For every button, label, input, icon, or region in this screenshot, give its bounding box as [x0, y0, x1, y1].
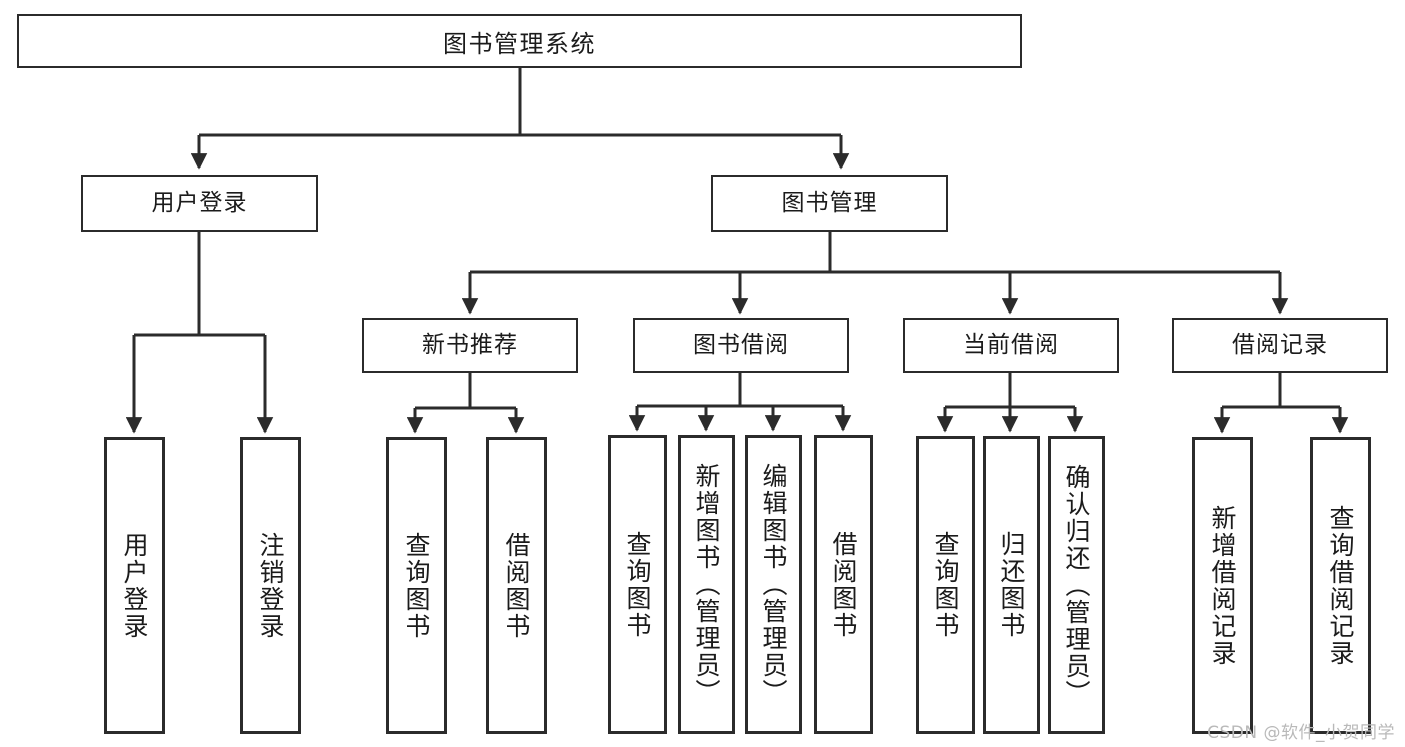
leaf-label: 查询图书	[402, 531, 431, 640]
node-new-book-recommend[interactable]: 新书推荐	[362, 318, 578, 373]
watermark-text: CSDN @软件_小贺同学	[1207, 723, 1395, 743]
leaf-add-book-admin[interactable]: 新增图书（管理员）	[678, 435, 735, 734]
leaf-edit-book-admin[interactable]: 编辑图书（管理员）	[745, 435, 802, 734]
leaf-user-logout[interactable]: 注销登录	[240, 437, 301, 734]
node-label: 图书管理	[781, 190, 878, 217]
leaf-label: 查询借阅记录	[1326, 504, 1355, 667]
leaf-label: 编辑图书（管理员）	[759, 463, 788, 706]
node-label: 借阅记录	[1232, 332, 1328, 359]
leaf-label: 确认归还（管理员）	[1062, 463, 1091, 707]
node-book-management[interactable]: 图书管理	[711, 175, 948, 232]
node-label: 新书推荐	[422, 332, 518, 359]
leaf-query-book-current[interactable]: 查询图书	[916, 436, 975, 734]
leaf-label: 新增图书（管理员）	[692, 463, 721, 706]
node-label: 当前借阅	[963, 332, 1059, 359]
leaf-user-login[interactable]: 用户登录	[104, 437, 165, 734]
leaf-confirm-return-admin[interactable]: 确认归还（管理员）	[1048, 436, 1105, 734]
leaf-label: 用户登录	[120, 531, 149, 640]
leaf-return-book[interactable]: 归还图书	[983, 436, 1040, 734]
leaf-label: 查询图书	[931, 531, 960, 639]
node-book-borrow[interactable]: 图书借阅	[633, 318, 849, 373]
node-label: 图书管理系统	[443, 29, 596, 58]
node-current-borrow[interactable]: 当前借阅	[903, 318, 1119, 373]
leaf-label: 注销登录	[256, 531, 285, 640]
leaf-query-borrow-record[interactable]: 查询借阅记录	[1310, 437, 1371, 734]
leaf-query-book-borrow[interactable]: 查询图书	[608, 435, 667, 734]
node-label: 图书借阅	[693, 332, 789, 359]
node-root-system[interactable]: 图书管理系统	[17, 14, 1022, 68]
node-user-login[interactable]: 用户登录	[81, 175, 318, 232]
leaf-label: 新增借阅记录	[1208, 504, 1237, 667]
leaf-query-book-recommend[interactable]: 查询图书	[386, 437, 447, 734]
leaf-label: 借阅图书	[502, 531, 531, 640]
leaf-borrow-book-recommend[interactable]: 借阅图书	[486, 437, 547, 734]
node-label: 用户登录	[151, 190, 248, 217]
node-borrow-records[interactable]: 借阅记录	[1172, 318, 1388, 373]
leaf-borrow-book[interactable]: 借阅图书	[814, 435, 873, 734]
leaf-label: 借阅图书	[829, 530, 858, 639]
leaf-label: 归还图书	[997, 531, 1026, 639]
leaf-add-borrow-record[interactable]: 新增借阅记录	[1192, 437, 1253, 734]
leaf-label: 查询图书	[623, 530, 652, 639]
